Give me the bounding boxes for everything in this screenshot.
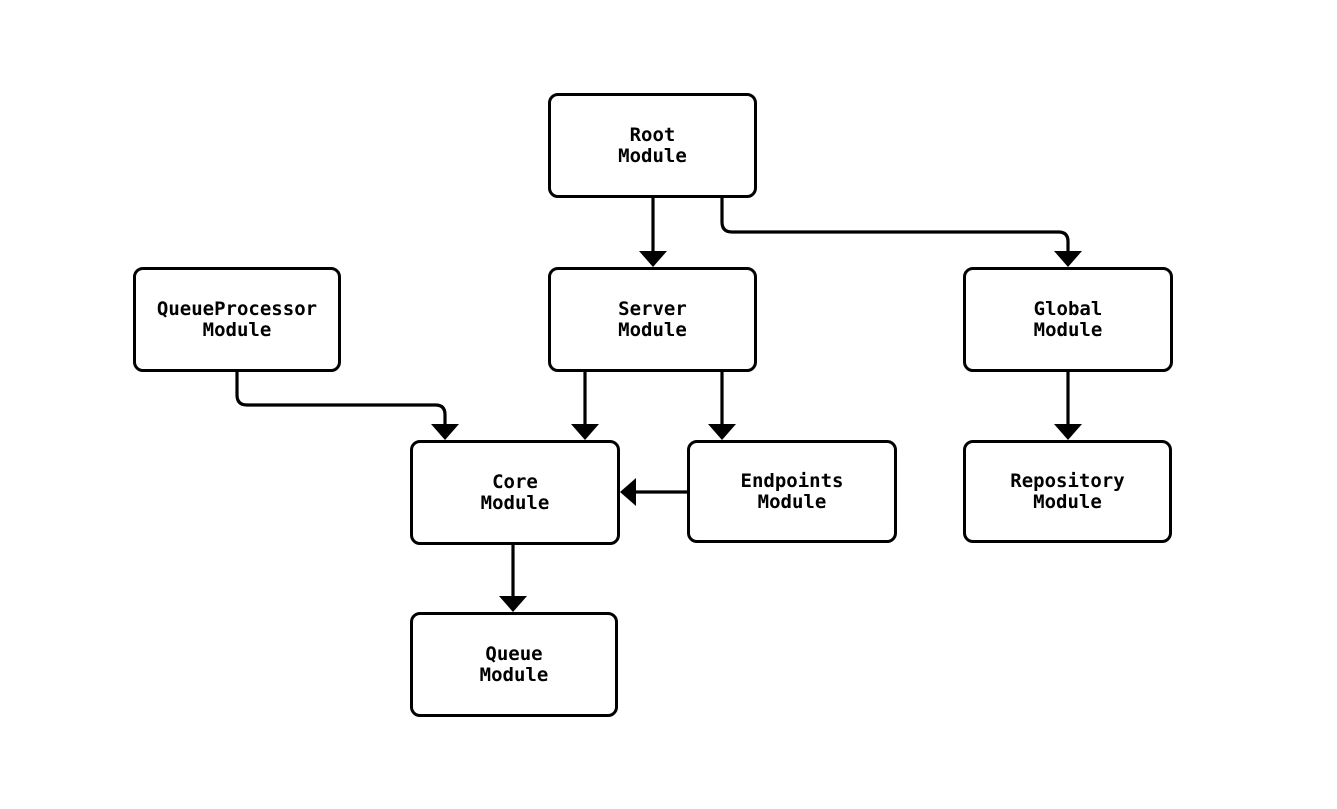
node-label-queueprocessor-module: QueueProcessor Module [156,297,318,341]
node-label-core-module: Core Module [480,470,550,514]
arrowhead-global-module-to-repository-module [1054,424,1082,440]
node-label-server-module: Server Module [618,297,687,341]
node-core-module: Core Module [410,440,620,545]
node-label-repository-module: Repository Module [1010,469,1125,513]
node-endpoints-module: Endpoints Module [687,440,897,543]
arrowhead-server-module-to-endpoints-module [708,424,736,440]
arrowhead-queueprocessor-module-to-core-module [431,424,459,440]
arrowhead-server-module-to-core-module [571,424,599,440]
node-queueprocessor-module: QueueProcessor Module [133,267,341,372]
node-queue-module: Queue Module [410,612,618,717]
node-label-root-module: Root Module [618,123,687,167]
node-repository-module: Repository Module [963,440,1172,543]
arrowhead-root-module-to-server-module [639,251,667,267]
edge-queueprocessor-module-to-core-module [235,372,447,424]
arrowhead-core-module-to-queue-module [499,596,527,612]
node-server-module: Server Module [548,267,757,372]
node-label-endpoints-module: Endpoints Module [740,469,844,513]
node-label-global-module: Global Module [1033,297,1103,341]
arrowhead-endpoints-module-to-core-module [620,478,636,506]
node-label-queue-module: Queue Module [479,642,549,686]
edge-root-module-to-global-module [720,198,1070,251]
node-global-module: Global Module [963,267,1173,372]
node-root-module: Root Module [548,93,757,198]
arrowhead-root-module-to-global-module [1054,251,1082,267]
